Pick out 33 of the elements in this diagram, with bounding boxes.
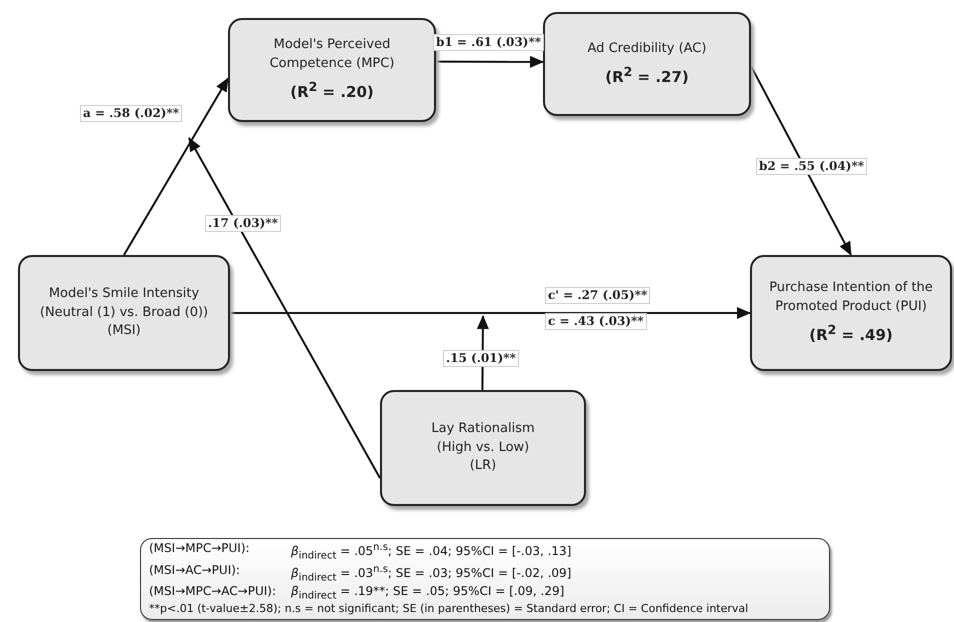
node-title: Purchase Intention of the Promoted Product (PUI): [768, 279, 934, 316]
footnote-text: **p<.01 (t-value±2.58); n.s = not significant; SE (in parentheses) = Standard error; CI = Confidence interval: [149, 602, 750, 617]
indirect-effect-text: β$_{indirect}$ = .19**; SE = .05; 95%CI = [.09, .29]: [291, 584, 566, 602]
edge-label: b2 = .55 (.04)**: [756, 158, 867, 175]
path-label: (MSI→MPC→AC→PUI):: [149, 584, 277, 600]
notes-panel: [140, 538, 830, 620]
arrow: [188, 137, 381, 479]
path-label: (MSI→AC→PUI):: [149, 562, 241, 579]
mediator-box: [228, 18, 436, 122]
node-title: Lay Rationalism (High vs. Low) (LR): [430, 420, 536, 476]
arrow: [230, 307, 751, 319]
node-title: Model's Perceived Competence (MPC): [268, 36, 396, 74]
arrow: [123, 77, 229, 256]
edge-label: b1 = .61 (.03)**: [433, 34, 544, 51]
path-coefficient-label: c = .43 (.03)**: [545, 313, 647, 330]
mediator-box: [543, 12, 751, 116]
path-label: (MSI→MPC→PUI):: [149, 541, 251, 558]
indirect-effect-text: β$_{indirect}$ = .05$^{n.s}$; SE = .04; 95%CI = [-.03, .13]: [291, 541, 572, 563]
arrow: [436, 56, 544, 68]
edge-label: .15 (.01)**: [443, 350, 519, 367]
r-squared-text: (R$^{2}$ = .20): [290, 78, 374, 103]
edge-label: .17 (.03)**: [205, 215, 281, 232]
outcome-box: [750, 255, 952, 371]
edge-label: a = .58 (.02)**: [80, 105, 182, 122]
arrow: [750, 66, 852, 256]
indirect-effect-text: β$_{indirect}$ = .03$^{n.s}$; SE = .03; 95%CI = [-.02, .09]: [291, 562, 572, 584]
r-squared-text: (R$^{2}$ = .27): [605, 62, 689, 88]
edge-label: c' = .27 (.05)**: [545, 287, 650, 304]
node-title: Model's Smile Intensity (Neutral (1) vs. Broad (0)) (MSI): [38, 284, 210, 340]
node-title: Ad Credibility (AC): [588, 40, 706, 58]
predictor-box: [18, 255, 230, 371]
moderator-box: [380, 390, 586, 506]
r-squared-text: (R$^{2}$ = .49): [809, 320, 893, 346]
